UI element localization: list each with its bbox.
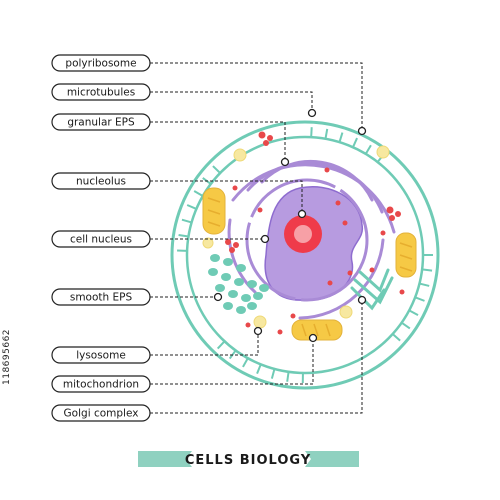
label-cell-nucleus: cell nucleus [51, 230, 151, 248]
label-text-nucleolus: nucleolus [76, 176, 126, 188]
label-text-lysosome: lysosome [76, 350, 126, 362]
label-nucleolus: nucleolus [51, 172, 151, 190]
nucleolus-core [294, 225, 312, 243]
label-text-cell-nucleus: cell nucleus [70, 234, 132, 246]
title-banner: CELLS BIOLOGY [138, 451, 359, 468]
label-text-golgi-complex: Golgi complex [64, 408, 139, 420]
label-microtubules: microtubules [51, 83, 151, 101]
leader-lines [150, 62, 363, 414]
smooth-eps-cluster [208, 254, 269, 314]
membrane-channels [177, 127, 433, 383]
golgi-complex-shape [350, 268, 394, 311]
label-golgi-complex: Golgi complex [51, 404, 151, 422]
image-id: 118695662 [2, 328, 12, 385]
lysosomes [202, 145, 390, 329]
label-lysosome: lysosome [51, 346, 151, 364]
cell-membrane-outer [170, 120, 440, 390]
label-granular-eps: granular EPS [51, 113, 151, 131]
ribosomes [225, 131, 405, 335]
leader-endpoints [213, 108, 367, 343]
label-text-granular-eps: granular EPS [67, 117, 135, 129]
nucleus-envelope [245, 178, 369, 302]
label-text-polyribosome: polyribosome [65, 58, 136, 70]
label-text-mitochondrion: mitochondrion [63, 379, 139, 391]
label-polyribosome: polyribosome [51, 54, 151, 72]
label-smooth-eps: smooth EPS [51, 288, 151, 306]
label-column: polyribosome microtubules granular EPS nucl… [51, 54, 151, 422]
label-mitochondrion: mitochondrion [51, 375, 151, 393]
label-text-smooth-eps: smooth EPS [70, 292, 133, 304]
label-text-microtubules: microtubules [67, 87, 135, 99]
mitochondria [202, 187, 417, 341]
banner-title: CELLS BIOLOGY [185, 453, 311, 468]
granular-eps-arcs [227, 159, 396, 320]
